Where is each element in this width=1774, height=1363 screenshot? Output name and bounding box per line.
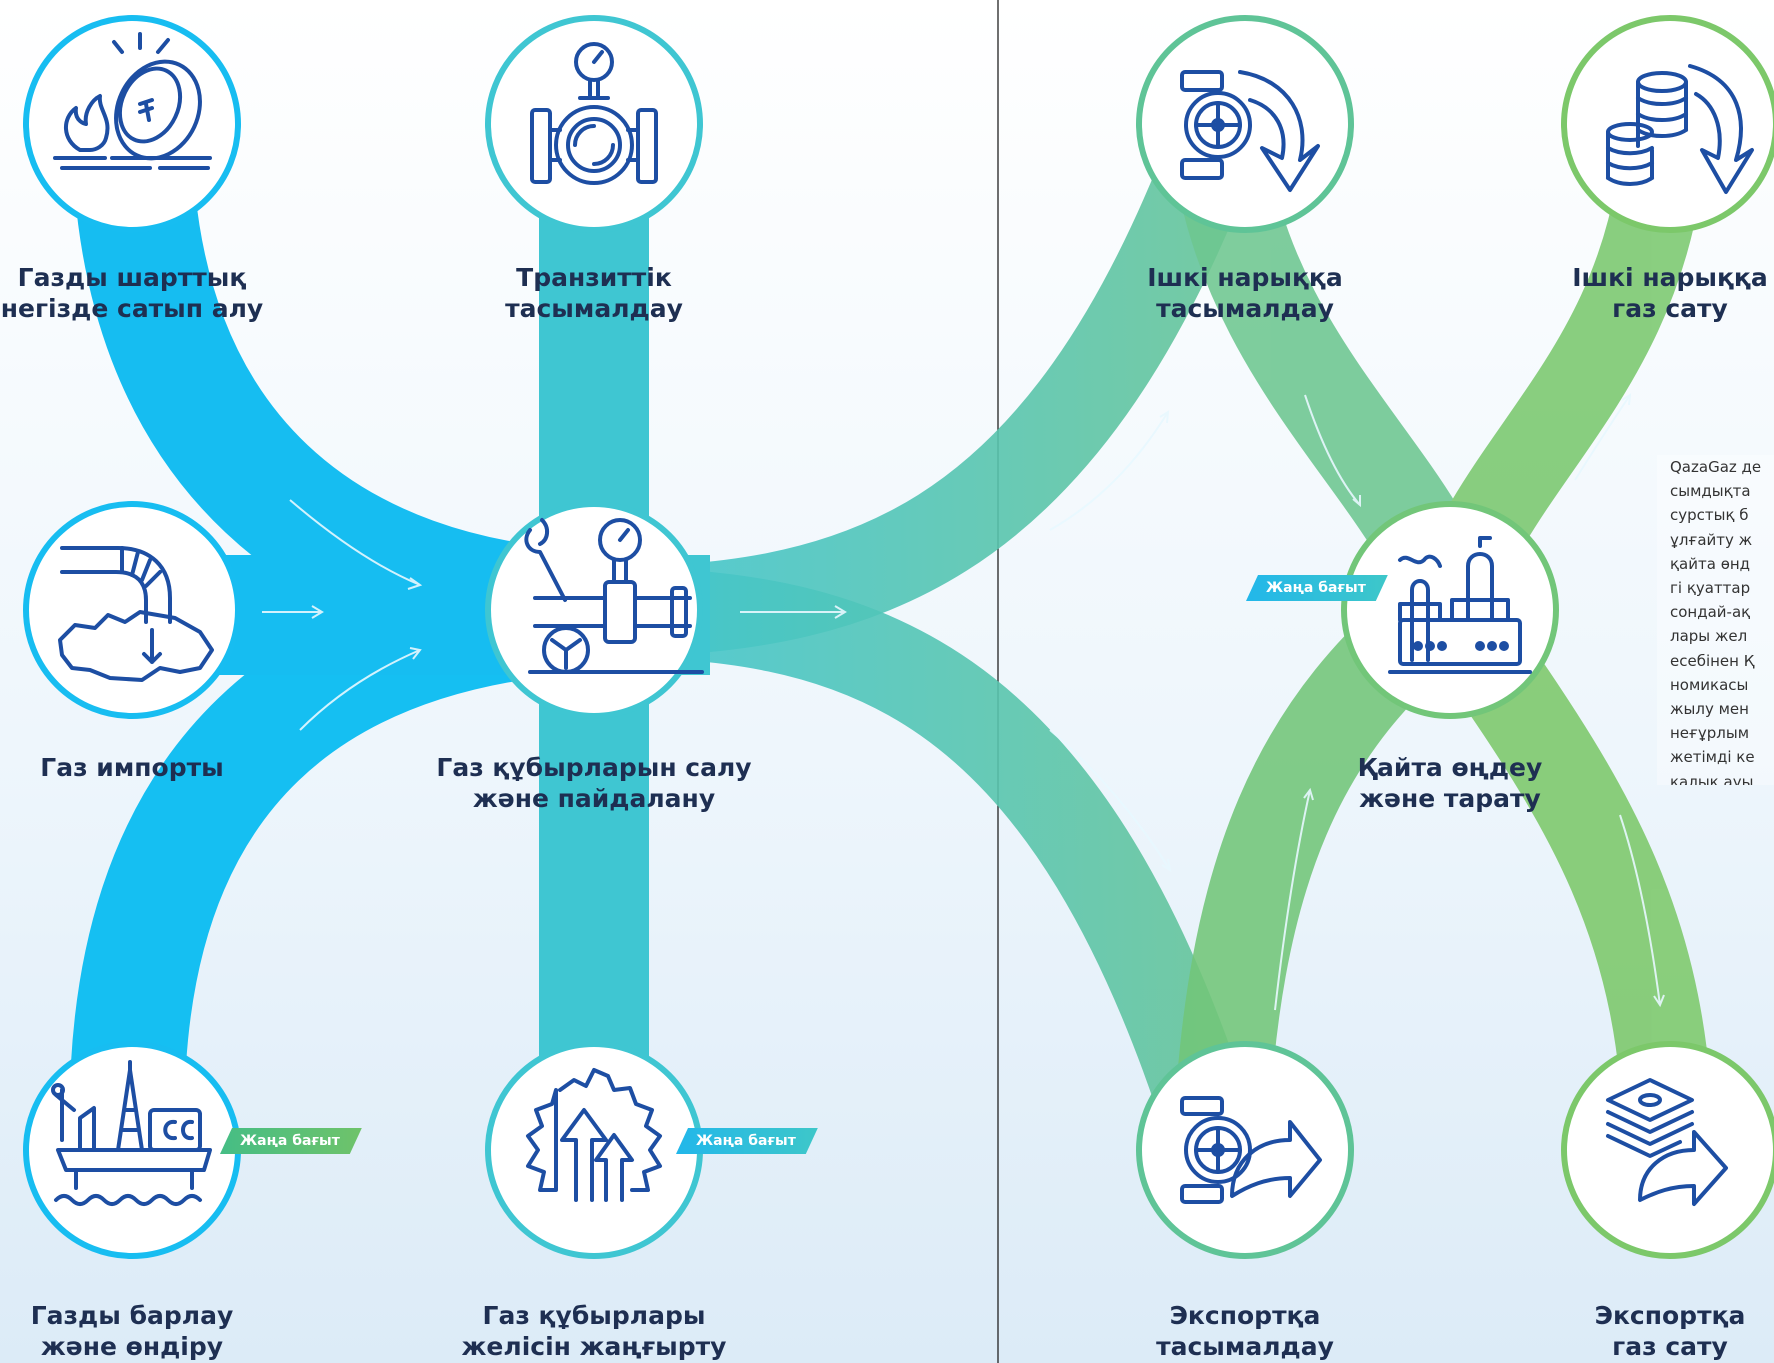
label-line: Транзиттік <box>516 263 672 292</box>
label-line: Газды шарттық <box>17 263 247 292</box>
money-arrow-right-icon <box>1606 1078 1728 1206</box>
valve-arrow-down-icon <box>1180 70 1320 192</box>
node-label-purchase: Газды шарттық негізде сатып алу <box>1 262 263 324</box>
label-line: Ішкі нарыққа <box>1147 263 1343 292</box>
node-label-export-transport: Экспортқа тасымалдау <box>1156 1300 1334 1362</box>
out-upper-band <box>589 119 1261 657</box>
node-label-modernize: Газ құбырлары желісін жаңғырту <box>462 1300 727 1362</box>
label-line: және пайдалану <box>472 784 716 813</box>
label-line: желісін жаңғырту <box>461 1332 727 1361</box>
label-line: тасымалдау <box>1156 294 1334 323</box>
label-line: Газ құбырлары <box>482 1301 706 1330</box>
node-label-domestic-sale: Ішкі нарыққа газ сату <box>1572 262 1768 324</box>
node-label-explore: Газды барлау және өндіру <box>31 1300 234 1362</box>
new-direction-badge-processing: Жаңа бағыт <box>1246 575 1388 601</box>
node-label-transit: Транзиттік тасымалдау <box>505 262 683 324</box>
node-label-build: Газ құбырларын салу және пайдалану <box>436 752 751 814</box>
info-panel: QazaGaz де сымдықта сурстық б ұлғайту ж … <box>1657 455 1774 785</box>
new-direction-badge-modernize: Жаңа бағыт <box>676 1128 818 1154</box>
label-line: Экспортқа <box>1594 1301 1746 1330</box>
node-circle-export-transport <box>1136 1041 1354 1259</box>
pipe-map-icon <box>58 546 214 682</box>
node-circle-domestic-sale <box>1561 15 1774 233</box>
label-line: тасымалдау <box>505 294 683 323</box>
node-circle-export-sale <box>1561 1041 1774 1259</box>
out-lower-band <box>589 567 1264 1173</box>
label-line: газ сату <box>1612 1332 1728 1361</box>
node-circle-import <box>23 501 241 719</box>
label-line: Газ құбырларын салу <box>436 753 752 782</box>
node-label-export-sale: Экспортқа газ сату <box>1595 1300 1746 1362</box>
new-direction-badge-explore: Жаңа бағыт <box>220 1128 362 1154</box>
pipe-valve-gauge-icon <box>530 42 658 185</box>
gear-arrows-icon <box>526 1068 662 1202</box>
offshore-platform-icon <box>51 1060 212 1206</box>
label-line: және тарату <box>1359 784 1541 813</box>
node-label-processing: Қайта өңдеу және тарату <box>1358 752 1543 814</box>
label-line: Ішкі нарыққа <box>1572 263 1768 292</box>
label-line: Қайта өңдеу <box>1357 753 1543 782</box>
node-circle-build <box>485 501 703 719</box>
label-line: негізде сатып алу <box>0 294 264 323</box>
flow-arrows <box>262 393 1665 1011</box>
label-line: Экспортқа <box>1169 1301 1321 1330</box>
label-line: Газды барлау <box>30 1301 234 1330</box>
label-line: Газ импорты <box>40 753 224 782</box>
coins-arrow-down-icon <box>1606 64 1754 194</box>
info-text: QazaGaz де сымдықта сурстық б ұлғайту ж … <box>1670 458 1762 785</box>
node-circle-domestic-transport <box>1136 15 1354 233</box>
wrench-valve-icon <box>524 518 704 674</box>
node-label-domestic-transport: Ішкі нарыққа тасымалдау <box>1147 262 1343 324</box>
label-line: газ сату <box>1612 294 1728 323</box>
processing-plant-icon <box>1388 536 1532 674</box>
node-circle-purchase <box>23 15 241 233</box>
valve-arrow-right-icon <box>1180 1096 1322 1204</box>
label-line: тасымалдау <box>1156 1332 1334 1361</box>
coin-flame-icon <box>53 32 212 170</box>
label-line: және өндіру <box>40 1332 224 1361</box>
node-label-import: Газ импорты <box>40 752 223 783</box>
